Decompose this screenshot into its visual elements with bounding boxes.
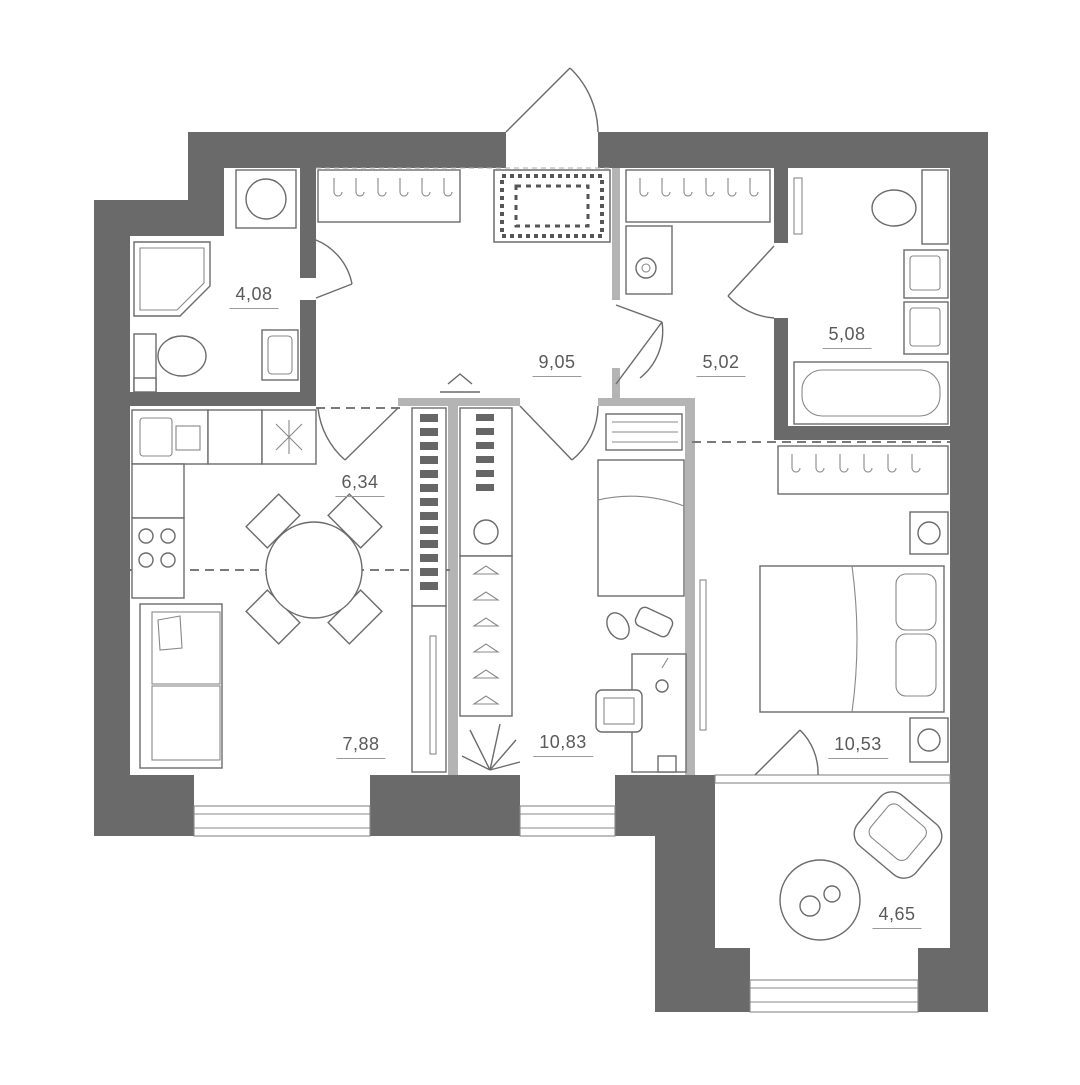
bed-icon <box>759 565 945 713</box>
bookshelf-icon <box>411 407 447 773</box>
bathtub-icon <box>793 361 949 425</box>
area-label-corridor: 5,02 <box>696 352 746 377</box>
washing-machine-icon <box>235 169 297 229</box>
area-label-bedroom: 10,53 <box>828 734 888 759</box>
chair-icon <box>595 689 643 733</box>
area-label-hallway: 9,05 <box>532 352 582 377</box>
area-label-living-room: 7,88 <box>336 734 386 759</box>
sink-icon <box>261 329 299 381</box>
area-label-balcony: 4,65 <box>872 904 922 929</box>
sink-icon <box>903 249 949 355</box>
bookshelf-icon <box>459 407 513 717</box>
door-icon <box>699 579 707 731</box>
exterior-walls <box>94 132 988 1012</box>
plant-icon <box>461 723 521 771</box>
interior-walls <box>130 168 950 440</box>
area-label-children-room: 10,83 <box>533 732 593 757</box>
window-vent-icon <box>440 373 480 393</box>
stove-icon <box>131 517 185 599</box>
armchair-icon <box>853 791 943 879</box>
wardrobe-icon <box>625 169 771 223</box>
window-icon <box>193 774 951 1013</box>
shower-icon <box>133 241 211 317</box>
toilet-icon <box>871 169 949 245</box>
wardrobe-icon <box>317 169 461 223</box>
area-label-bathroom-left: 4,08 <box>229 284 279 309</box>
bed-icon <box>597 413 685 597</box>
plant-icon <box>909 511 949 763</box>
kitchen-sink-icon <box>131 409 209 465</box>
dining-table-icon <box>245 493 383 645</box>
rug-icon <box>493 169 611 243</box>
plant-icon <box>625 225 673 295</box>
counter-icon <box>131 409 317 519</box>
toy-car-icon <box>606 606 674 640</box>
toilet-icon <box>133 333 207 393</box>
towel-rail-icon <box>793 177 803 235</box>
bin-icon <box>657 755 677 773</box>
sofa-icon <box>139 603 223 769</box>
area-label-kitchen: 6,34 <box>335 472 385 497</box>
plant-icon <box>779 859 861 941</box>
wardrobe-icon <box>777 445 949 495</box>
area-label-bathroom-right: 5,08 <box>822 324 872 349</box>
door-icon <box>315 67 819 776</box>
